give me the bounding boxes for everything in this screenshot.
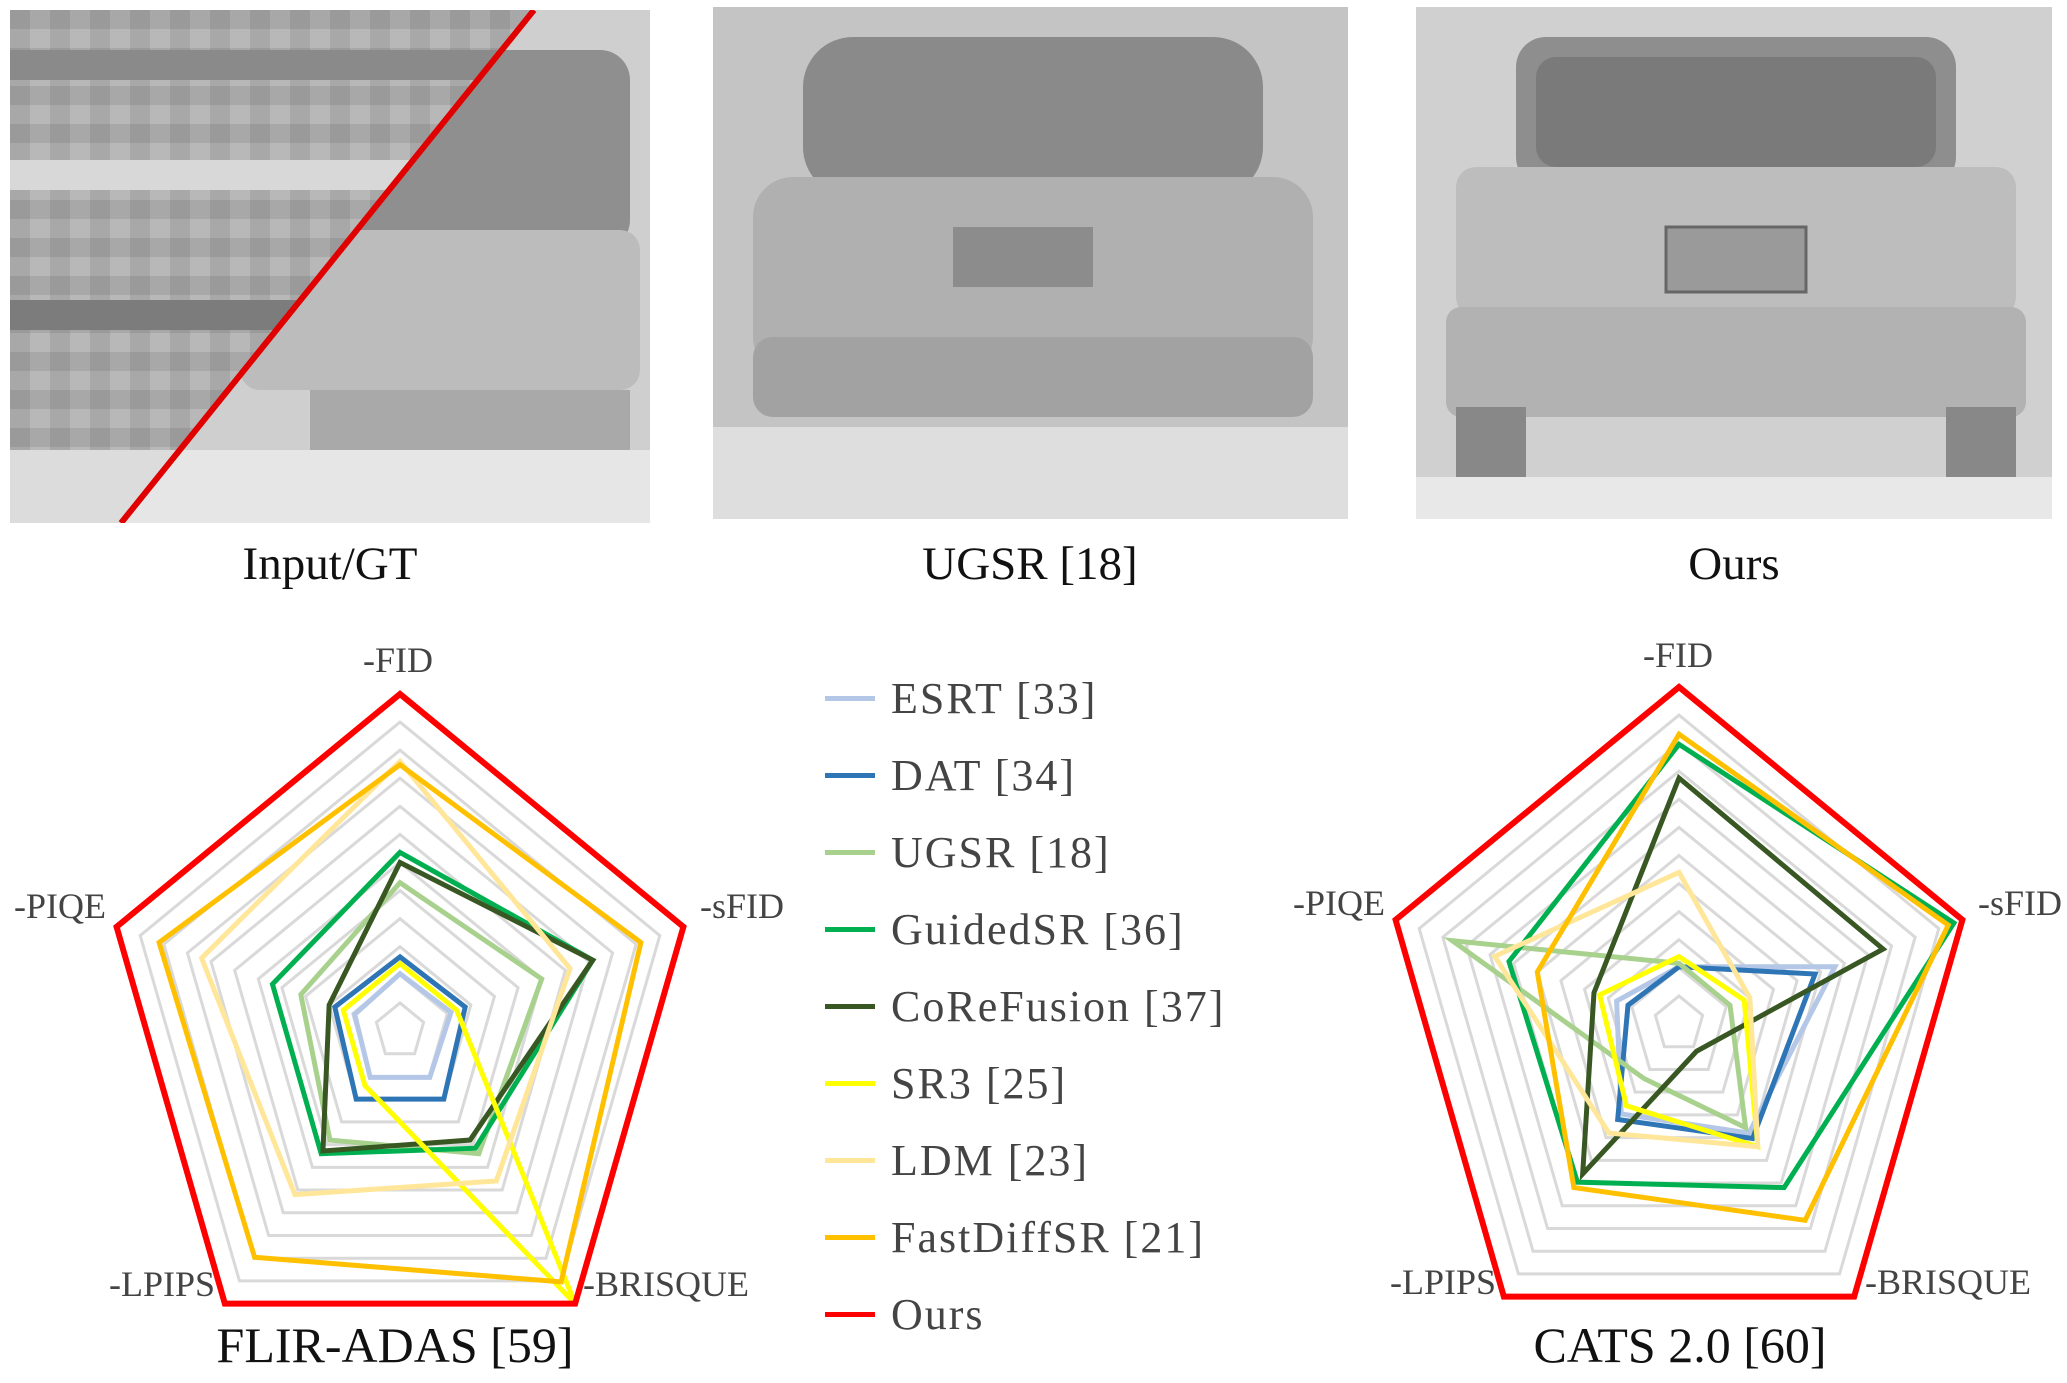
grid-ring xyxy=(1464,769,1894,1230)
input-gt-photo xyxy=(10,10,650,523)
legend-label: Ours xyxy=(891,1289,985,1339)
ugsr-image xyxy=(713,7,1348,519)
legend-item: DAT [34] xyxy=(825,750,1076,800)
grid-ring xyxy=(1417,713,1941,1276)
axis-label: -FID xyxy=(1643,635,1713,675)
axis-label: -FID xyxy=(363,640,433,680)
legend-item: LDM [23] xyxy=(825,1135,1089,1185)
ours-photo xyxy=(1416,7,2052,519)
caption-ours: Ours xyxy=(1688,538,1780,590)
grid-ring xyxy=(374,1000,426,1056)
series-sr3-25 xyxy=(340,960,578,1306)
series-ldm-23 xyxy=(1491,869,1761,1150)
ugsr-photo xyxy=(713,7,1348,519)
axis-label: -PIQE xyxy=(1293,883,1385,923)
grid-ring xyxy=(1606,937,1752,1094)
axis-label: -BRISQUE xyxy=(583,1264,749,1304)
grid-ring xyxy=(1653,993,1705,1049)
input-gt-image xyxy=(10,10,650,523)
chart-title: CATS 2.0 [60] xyxy=(1533,1317,1826,1373)
radar-chart-2: -FID -sFID -BRISQUE -LPIPS -PIQE CATS 2.0 [60… xyxy=(1293,635,2062,1373)
radar-chart-1: -FID -sFID -BRISQUE -LPIPS -PIQE FLIR-ADAS [5… xyxy=(14,640,784,1373)
legend-swatch xyxy=(825,926,875,932)
grid-ring xyxy=(1488,797,1870,1208)
legend-item: ESRT [33] xyxy=(825,673,1097,723)
legend-label: LDM [23] xyxy=(891,1135,1090,1185)
series-corefusion-37 xyxy=(1579,773,1888,1181)
axis-label: -sFID xyxy=(1978,883,2062,923)
legend-item: CoReFusion [37] xyxy=(825,981,1225,1031)
series-fastdiffsr-21 xyxy=(156,761,644,1285)
axis-label: -LPIPS xyxy=(1390,1262,1496,1302)
legend-swatch xyxy=(825,849,875,855)
legend-swatch xyxy=(825,1234,875,1240)
series-corefusion-37 xyxy=(320,859,597,1154)
legend-label: CoReFusion [37] xyxy=(891,981,1226,1031)
series-esrt-33 xyxy=(351,970,454,1080)
legend-item: SR3 [25] xyxy=(825,1058,1067,1108)
legend-swatch xyxy=(825,1157,875,1163)
legend-item: UGSR [18] xyxy=(825,827,1111,877)
series-fastdiffsr-21 xyxy=(1534,730,1952,1224)
grid-ring xyxy=(232,832,568,1192)
grid-ring xyxy=(256,860,544,1169)
legend-swatch xyxy=(825,1003,875,1009)
caption-input-gt: Input/GT xyxy=(242,538,418,590)
series-ugsr-18 xyxy=(1443,937,1749,1132)
legend-label: UGSR [18] xyxy=(891,827,1111,877)
series-guidedsr-36 xyxy=(1506,740,1958,1191)
legend-item: GuidedSR [36] xyxy=(825,904,1185,954)
legend-label: ESRT [33] xyxy=(891,673,1098,723)
series-ours xyxy=(1392,683,1966,1300)
axis-label: -BRISQUE xyxy=(1865,1262,2031,1302)
legend-label: SR3 [25] xyxy=(891,1058,1068,1108)
axis-label: -sFID xyxy=(700,886,784,926)
legend-swatch xyxy=(825,695,875,701)
grid-ring xyxy=(185,776,615,1237)
series-dat-34 xyxy=(332,953,468,1102)
grid-ring xyxy=(138,720,662,1283)
grid-ring xyxy=(1441,741,1917,1253)
legend-label: DAT [34] xyxy=(891,750,1077,800)
axis-label: -PIQE xyxy=(14,886,106,926)
caption-ugsr: UGSR [18] xyxy=(922,538,1138,590)
series-ldm-23 xyxy=(198,757,573,1198)
legend-item: FastDiffSR [21] xyxy=(825,1212,1205,1262)
series-sr3-25 xyxy=(1596,953,1761,1151)
legend-swatch xyxy=(825,1080,875,1086)
grid-ring xyxy=(209,804,591,1215)
legend-item: Ours xyxy=(825,1289,985,1339)
chart-title: FLIR-ADAS [59] xyxy=(217,1317,574,1373)
series-ours xyxy=(113,690,687,1307)
legend-label: FastDiffSR [21] xyxy=(891,1212,1205,1262)
series-dat-34 xyxy=(1614,964,1819,1142)
axis-label: -LPIPS xyxy=(109,1264,215,1304)
legend-swatch xyxy=(825,772,875,778)
legend-label: GuidedSR [36] xyxy=(891,904,1185,954)
legend-swatch xyxy=(825,1311,875,1317)
split-line xyxy=(118,10,537,523)
ours-image xyxy=(1416,7,2052,519)
